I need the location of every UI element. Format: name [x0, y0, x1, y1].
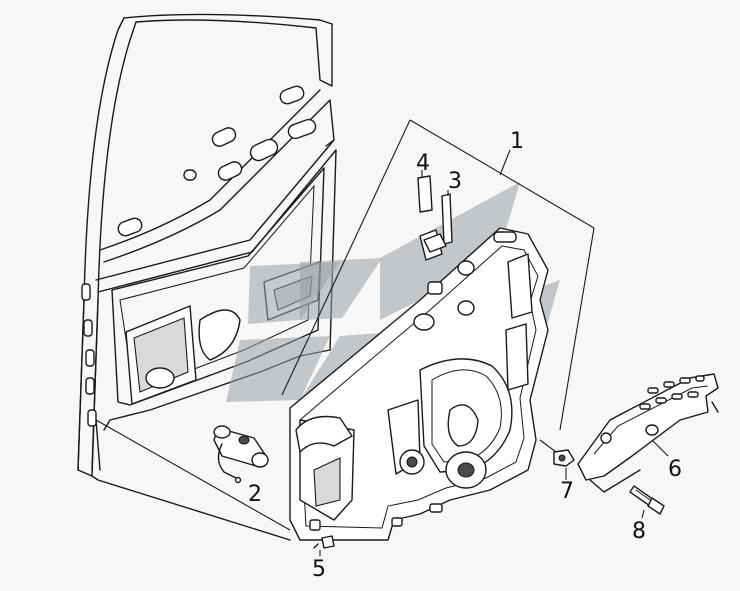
- clip-upper: [423, 233, 447, 253]
- bracket-slots: [639, 375, 705, 410]
- actuator-motor: [213, 425, 269, 484]
- leader-lines: [95, 119, 669, 556]
- callout-7: 7: [560, 479, 574, 504]
- window-regulator-assembly: [289, 227, 549, 541]
- guide-strip-4: [417, 175, 433, 213]
- callout-3: 3: [448, 169, 462, 194]
- callout-8: 8: [632, 519, 646, 544]
- callout-2: 2: [248, 482, 262, 507]
- nut: [553, 449, 575, 467]
- guide-strip-3: [441, 193, 453, 245]
- callout-labels: 1 2 3 4 5 6 7 8: [248, 129, 682, 582]
- door-frame: [77, 13, 337, 541]
- frame-holes: [81, 85, 317, 427]
- bracket: [577, 373, 719, 493]
- callout-6: 6: [668, 457, 682, 482]
- callout-5: 5: [312, 557, 326, 582]
- clip: [313, 535, 335, 549]
- callout-4: 4: [416, 151, 430, 176]
- bolt: [629, 485, 665, 515]
- callout-1: 1: [510, 129, 524, 154]
